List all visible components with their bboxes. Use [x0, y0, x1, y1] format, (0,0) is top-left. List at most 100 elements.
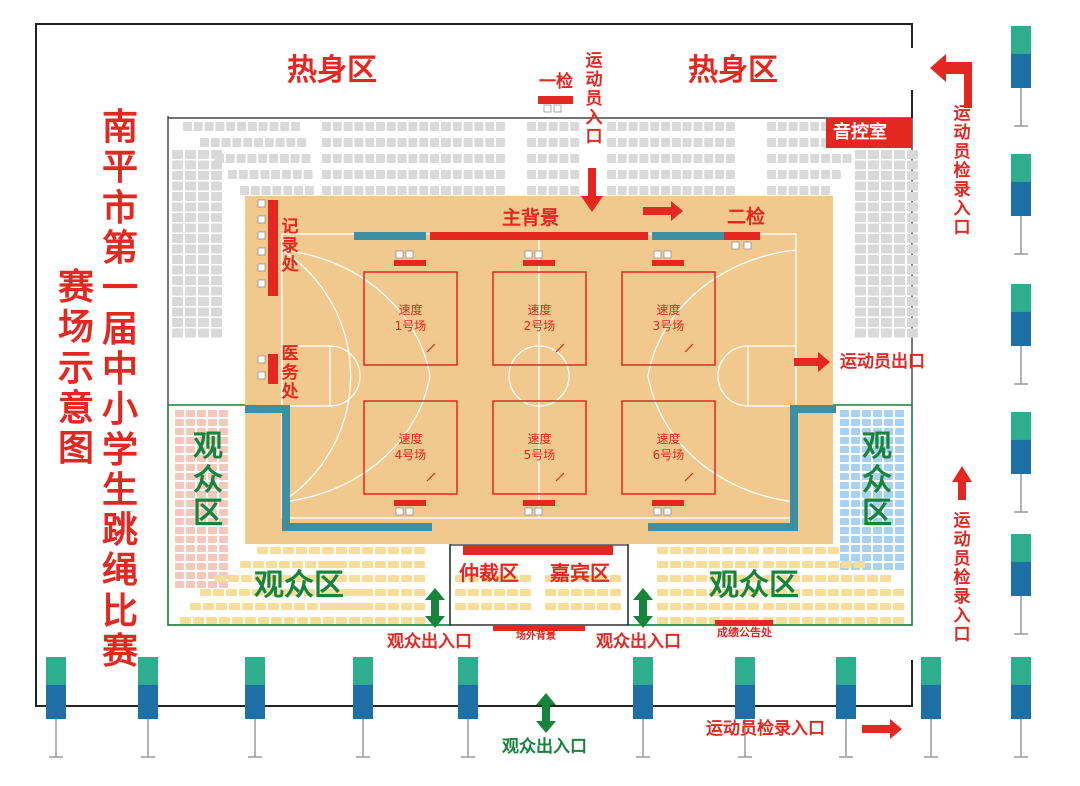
seat	[349, 575, 360, 582]
medical-char: 医	[281, 344, 299, 364]
seat	[197, 464, 206, 471]
chair	[653, 250, 662, 259]
seat	[893, 603, 904, 610]
seat	[175, 581, 184, 588]
seat	[309, 547, 320, 554]
seat	[494, 575, 505, 582]
seat	[840, 518, 849, 525]
seat	[799, 186, 809, 195]
seat	[208, 482, 217, 489]
seat	[661, 138, 670, 147]
seat	[868, 171, 879, 180]
seat	[682, 122, 692, 131]
key-right	[747, 345, 797, 407]
seat	[219, 581, 228, 588]
seat	[208, 428, 217, 435]
seat	[430, 170, 439, 179]
seat	[683, 561, 694, 568]
seat	[548, 186, 558, 195]
seat	[810, 170, 820, 179]
seat	[776, 603, 787, 610]
seat	[868, 202, 879, 212]
seat	[789, 617, 800, 624]
seat	[362, 575, 373, 582]
seat	[208, 536, 217, 543]
audience-zone-bottom-right-label: 观众区	[709, 568, 799, 603]
seat	[894, 160, 905, 170]
seat	[527, 154, 536, 163]
seat	[198, 265, 209, 275]
teal-bar	[354, 232, 426, 240]
double-arrow-icon	[425, 588, 445, 628]
seat	[211, 265, 222, 275]
seat	[851, 545, 860, 552]
title-char: 比	[101, 590, 138, 632]
seat	[175, 473, 184, 480]
seat	[682, 154, 692, 163]
seat	[185, 276, 196, 285]
seat	[186, 581, 195, 588]
seat	[279, 561, 290, 568]
chair	[743, 241, 752, 250]
seat	[683, 603, 694, 610]
audience-exit-center-label: 观众出入口	[596, 632, 681, 652]
seat	[474, 170, 484, 179]
teal-bar	[794, 405, 836, 413]
seat	[880, 617, 891, 624]
seat	[336, 575, 347, 582]
seat	[185, 244, 196, 254]
teal-bar	[282, 523, 432, 531]
speed-court-4	[363, 400, 458, 495]
checkin-upper-char: 入	[953, 199, 971, 220]
seat	[873, 554, 882, 561]
seat	[286, 138, 296, 147]
seat	[175, 572, 184, 579]
seat	[375, 617, 386, 624]
seat	[607, 170, 616, 179]
seat	[873, 428, 882, 435]
center-circle	[508, 345, 570, 407]
athlete-entrance-char: 入	[585, 108, 603, 129]
checkin-upper-char: 口	[953, 218, 971, 239]
seat	[810, 186, 820, 195]
second-check-label: 二检	[727, 206, 766, 228]
seat	[881, 181, 892, 191]
seat	[894, 265, 905, 275]
seat	[840, 527, 849, 534]
seat	[198, 244, 209, 254]
seat	[776, 561, 787, 568]
seat	[777, 122, 787, 131]
seat	[254, 138, 263, 147]
seat	[873, 491, 882, 498]
seat	[401, 561, 412, 568]
seat	[211, 150, 222, 159]
warmup-zone-left-label: 热身区	[287, 53, 377, 88]
seat	[175, 518, 184, 525]
seat	[868, 297, 879, 306]
seat	[894, 192, 905, 201]
seat	[696, 547, 707, 554]
seat	[884, 491, 893, 498]
seat	[284, 617, 295, 624]
arrow-right-icon	[794, 352, 830, 372]
seat	[548, 170, 558, 179]
seat	[683, 547, 694, 554]
seat	[840, 464, 849, 471]
seat	[873, 419, 882, 426]
seat	[841, 575, 852, 582]
seat	[704, 186, 714, 195]
seat	[571, 589, 582, 596]
ft-circle-left	[329, 345, 361, 407]
seat	[175, 437, 184, 444]
seat	[219, 464, 228, 471]
seat	[365, 170, 375, 179]
jump-rope-mark	[684, 343, 694, 353]
seat	[584, 603, 595, 610]
seat	[895, 464, 904, 471]
seat	[430, 154, 439, 163]
seat	[537, 122, 547, 131]
seat	[671, 170, 681, 179]
seat	[696, 617, 707, 624]
seat	[873, 437, 882, 444]
